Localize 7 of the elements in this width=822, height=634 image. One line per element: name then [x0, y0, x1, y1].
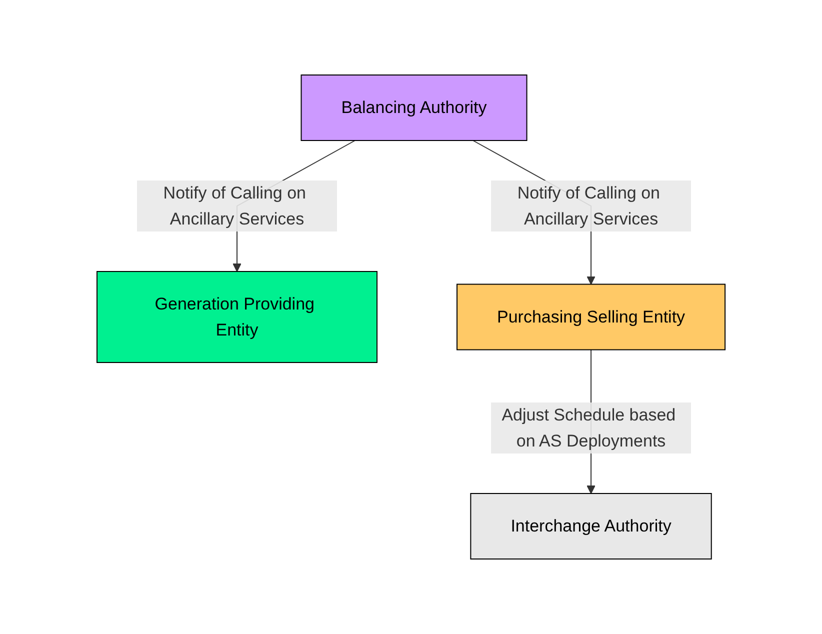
node-box: Balancing Authority	[300, 74, 528, 141]
node-box: Purchasing Selling Entity	[456, 284, 726, 350]
node-box: Interchange Authority	[470, 493, 712, 560]
edge-label: Notify of Calling on Ancillary Services	[517, 184, 660, 228]
edge-label: Adjust Schedule based on AS Deployments	[502, 406, 676, 450]
edge-label: Notify of Calling on Ancillary Services	[163, 184, 306, 228]
node-box: Generation Providing Entity	[96, 271, 378, 363]
